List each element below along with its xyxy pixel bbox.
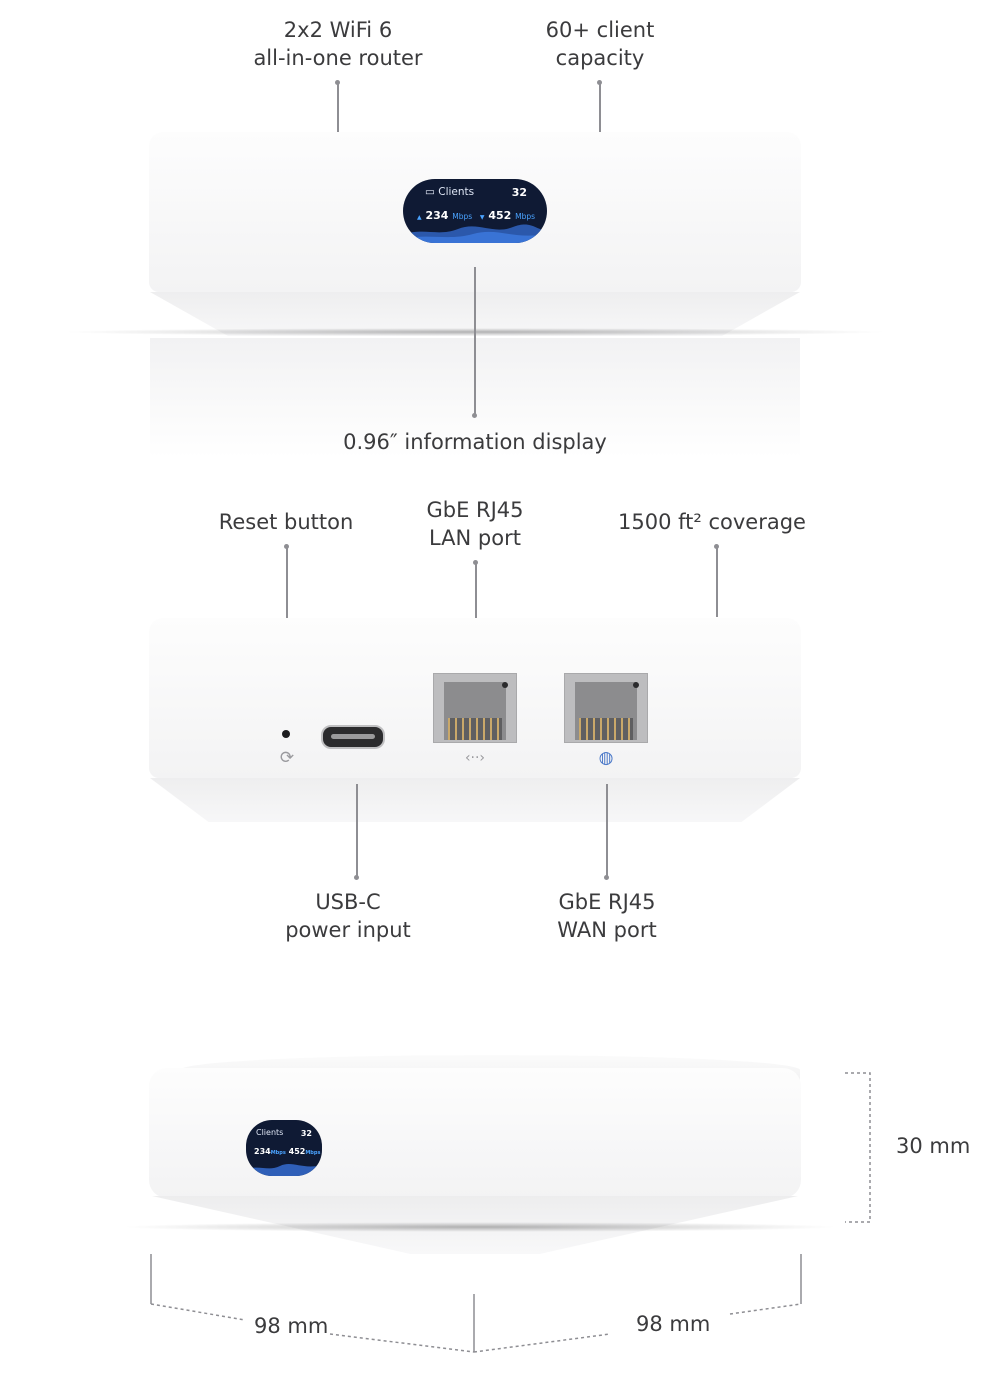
- callout-usbc-line2: power input: [285, 918, 411, 942]
- callout-coverage-line: [716, 547, 718, 617]
- height-bracket: [845, 1072, 871, 1223]
- callout-coverage: 1500 ft² coverage: [618, 510, 806, 534]
- callout-wan-line2: WAN port: [557, 918, 657, 942]
- callout-lan: GbE RJ45 LAN port: [400, 496, 550, 552]
- callout-clients-dot: [597, 80, 602, 85]
- dimension-height: 30 mm: [896, 1134, 971, 1158]
- router-perspective-shadow: [120, 1222, 840, 1232]
- information-display-small: Clients 32 234Mbps 452Mbps: [246, 1120, 322, 1176]
- small-display-throughput: 234Mbps 452Mbps: [254, 1147, 320, 1156]
- callout-wan-line1: GbE RJ45: [558, 890, 656, 914]
- dimension-depth-right: 98 mm: [636, 1312, 711, 1336]
- callout-wifi-dot: [335, 80, 340, 85]
- callout-clients: 60+ client capacity: [520, 16, 680, 72]
- callout-clients-line: [599, 83, 601, 135]
- reset-button[interactable]: [282, 730, 290, 738]
- callout-clients-line2: capacity: [555, 46, 645, 70]
- callout-reset-dot: [284, 544, 289, 549]
- usb-c-port[interactable]: [321, 725, 385, 749]
- callout-usbc-dot: [354, 875, 359, 880]
- callout-usbc-line1: USB-C: [315, 890, 381, 914]
- display-traffic-graph: [403, 224, 547, 243]
- callout-wan-line: [606, 784, 608, 876]
- router-perspective-body: [149, 1068, 801, 1198]
- callout-wifi: 2x2 WiFi 6 all-in-one router: [238, 16, 438, 72]
- small-display-count: 32: [300, 1129, 312, 1138]
- callout-wifi-line1: 2x2 WiFi 6: [283, 18, 393, 42]
- display-upload-value: 234: [425, 209, 449, 222]
- small-display-title: Clients: [256, 1128, 284, 1137]
- callout-wan-dot: [604, 875, 609, 880]
- display-download-unit: Mbps: [515, 212, 536, 221]
- small-display-down: 452: [288, 1147, 306, 1156]
- depth-dimension-lines: [150, 1254, 802, 1353]
- display-download-value: 452: [488, 209, 512, 222]
- callout-wifi-line2: all-in-one router: [253, 46, 423, 70]
- callout-usbc: USB-C power input: [268, 888, 428, 944]
- callout-display: 0.96″ information display: [343, 430, 607, 454]
- callout-lan-line2: LAN port: [429, 526, 521, 550]
- display-upload-unit: Mbps: [452, 212, 473, 221]
- callout-usbc-line: [356, 784, 358, 876]
- lan-arrows-icon: ‹··›: [464, 750, 486, 766]
- callout-wan: GbE RJ45 WAN port: [530, 888, 684, 944]
- display-clients-label: ▭ Clients: [425, 186, 475, 198]
- callout-display-line: [474, 267, 476, 414]
- lan-port[interactable]: [433, 673, 517, 743]
- display-clients-count: 32: [511, 186, 527, 199]
- globe-icon: ◍: [598, 748, 614, 768]
- display-title: Clients: [438, 186, 475, 198]
- callout-coverage-dot: [714, 544, 719, 549]
- callout-clients-line1: 60+ client: [545, 18, 655, 42]
- router-back-base: [150, 778, 800, 822]
- callout-lan-dot: [473, 560, 478, 565]
- information-display: ▭ Clients 32 ▲ 234 Mbps ▼ 452 Mbps: [403, 179, 547, 243]
- callout-reset: Reset button: [218, 510, 354, 534]
- display-throughput: ▲ 234 Mbps ▼ 452 Mbps: [417, 209, 535, 222]
- wan-port[interactable]: [564, 673, 648, 743]
- callout-lan-line1: GbE RJ45: [426, 498, 524, 522]
- reset-icon: ⟳: [279, 748, 295, 768]
- small-display-graph: [246, 1164, 322, 1176]
- dimension-depth-left: 98 mm: [254, 1314, 329, 1338]
- small-display-up-unit: Mbps: [270, 1150, 286, 1156]
- upload-arrow-icon: ▲: [417, 214, 422, 221]
- small-display-up: 234: [254, 1147, 271, 1156]
- small-display-down-unit: Mbps: [305, 1150, 321, 1156]
- callout-display-dot: [472, 413, 477, 418]
- download-arrow-icon: ▼: [479, 214, 485, 221]
- callout-wifi-line: [337, 83, 339, 135]
